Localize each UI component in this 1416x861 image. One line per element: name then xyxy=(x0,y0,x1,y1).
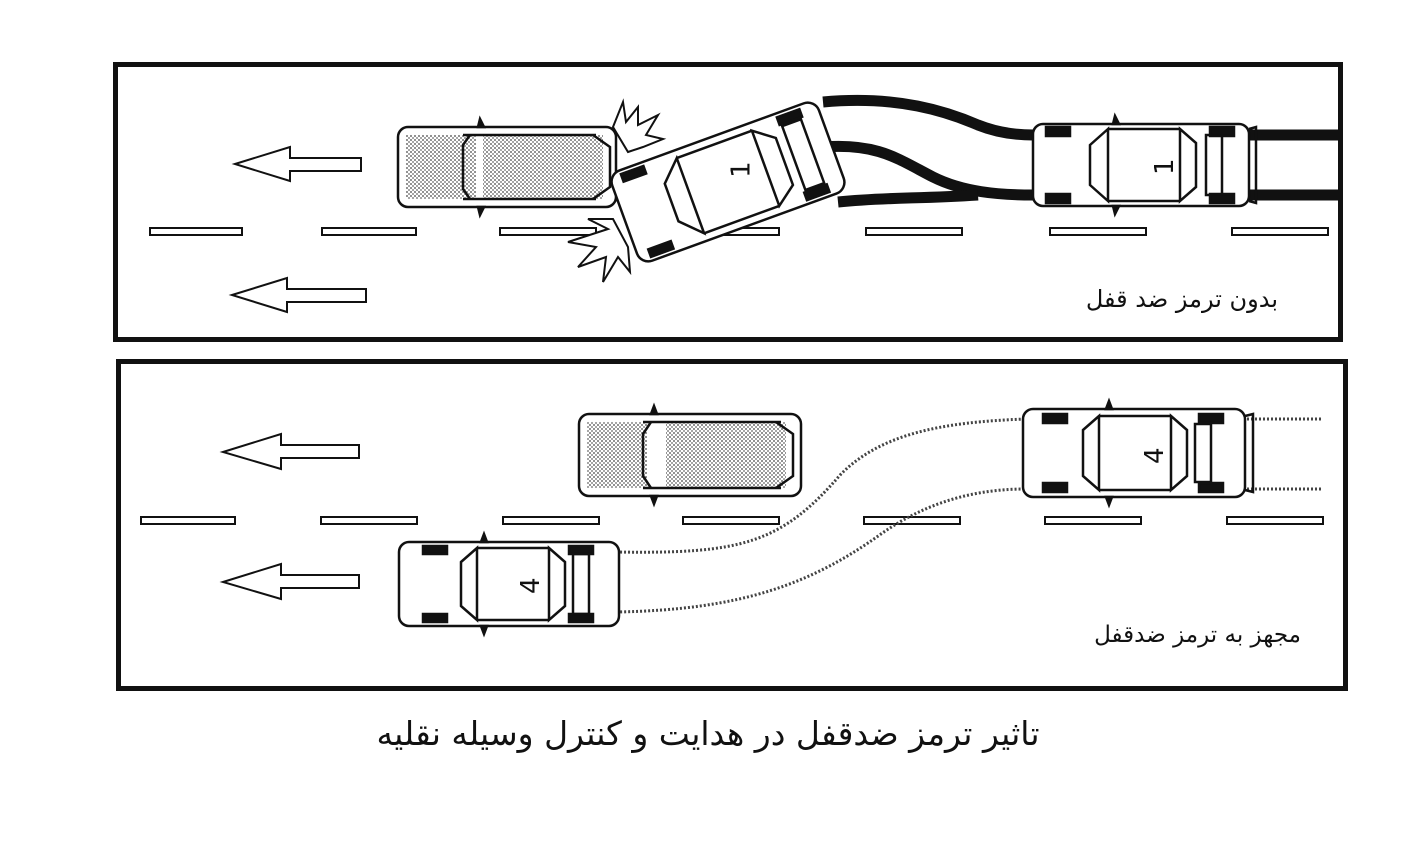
left-arrow-icon xyxy=(219,562,360,601)
vehicle-number: 4 xyxy=(1140,447,1170,464)
lane-divider xyxy=(140,516,1324,525)
skid-marks-icon xyxy=(822,94,1338,208)
car-icon: 4 xyxy=(397,530,621,638)
car-icon: 1 xyxy=(610,101,846,263)
scene-without-abs: 1 1 xyxy=(149,94,1338,314)
car-icon xyxy=(396,115,618,219)
caption-without-abs: بدون ترمز ضد قفل xyxy=(1085,285,1278,313)
car-icon: 1 xyxy=(1031,112,1258,218)
vehicle-number: 1 xyxy=(1150,158,1180,175)
tire-tracks-icon xyxy=(615,417,1323,614)
vehicle-number: 1 xyxy=(726,161,756,178)
scene-with-abs: 4 4 xyxy=(140,397,1324,638)
caption-with-abs: مجهز به ترمز ضدقفل xyxy=(1094,622,1301,648)
panel-without-abs: 1 1 بدون ترمز ضد قفل xyxy=(113,62,1343,342)
vehicle-number: 4 xyxy=(516,577,546,594)
car-icon xyxy=(577,402,803,508)
panel-with-abs: 4 4 مجهز به ترمز ضدقفل xyxy=(116,359,1348,691)
left-arrow-icon xyxy=(231,145,362,183)
figure-title: تاثیر ترمز ضدقفل در هدایت و کنترل وسیله … xyxy=(376,714,1040,753)
left-arrow-icon xyxy=(219,432,360,471)
collision-burst-icon xyxy=(567,98,667,283)
left-arrow-icon xyxy=(228,276,367,314)
car-icon: 4 xyxy=(1021,397,1255,509)
